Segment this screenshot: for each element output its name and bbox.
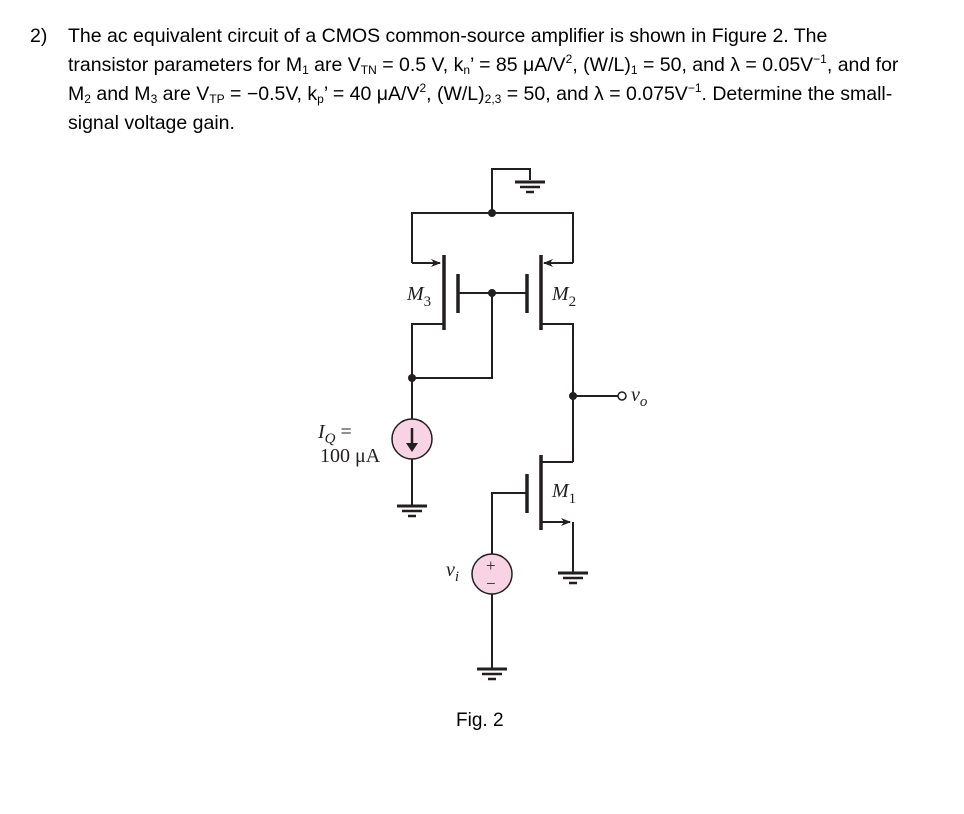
text: M: [551, 283, 570, 305]
text: = −0.5V, k: [224, 83, 318, 105]
ground-symbol-input: [477, 667, 507, 681]
text: are V: [308, 54, 361, 76]
subscript: i: [455, 569, 459, 585]
text: ’ = 40 μA/V: [323, 83, 420, 105]
junction-dot: [488, 289, 496, 297]
wire-m3-drain: [411, 323, 444, 420]
superscript: 2: [419, 81, 427, 95]
text: M: [406, 283, 425, 305]
subscript: 2: [84, 92, 91, 106]
text: . Determine the small-: [701, 83, 893, 105]
problem-statement: 2) The ac equivalent circuit of a CMOS c…: [30, 22, 940, 138]
m1-label: M1: [551, 480, 576, 507]
subscript: 3: [150, 92, 158, 106]
text: = 50, and λ = 0.05V: [637, 54, 814, 76]
iq-value: 100 μA: [320, 445, 381, 467]
text: , (W/L): [572, 54, 631, 76]
subscript: 1: [302, 63, 309, 77]
superscript: −1: [813, 52, 827, 66]
subscript: Q: [325, 431, 336, 447]
junction-dot: [408, 374, 416, 382]
text: transistor parameters for M: [68, 54, 303, 76]
voltage-source: [471, 553, 513, 595]
junction-dot: [488, 209, 496, 217]
subscript: 2,3: [484, 92, 502, 106]
iq-label: IQ =: [317, 421, 352, 447]
subscript: 1: [569, 491, 577, 507]
superscript: 2: [565, 52, 573, 66]
subscript: n: [463, 63, 471, 77]
problem-line-1: The ac equivalent circuit of a CMOS comm…: [68, 25, 828, 47]
output-terminal: [617, 391, 627, 401]
subscript: o: [640, 394, 648, 410]
problem-number: 2): [30, 25, 48, 47]
text: I: [317, 421, 326, 443]
subscript: 3: [424, 294, 432, 310]
junction-dot: [569, 392, 577, 400]
subscript: 1: [630, 63, 638, 77]
text: , (W/L): [426, 83, 485, 105]
text: = 0.5 V, k: [376, 54, 464, 76]
subscript: p: [317, 92, 324, 106]
subscript: TN: [360, 63, 377, 77]
problem-line-3: M2 and M3 are VTP = −0.5V, kp’ = 40 μA/V…: [68, 80, 940, 109]
text: M: [551, 480, 570, 502]
problem-line-2: transistor parameters for M1 are VTN = 0…: [68, 51, 940, 80]
text: are V: [157, 83, 210, 105]
wire-m2-drain: [541, 323, 574, 462]
text: =: [336, 421, 352, 443]
vi-plus: +: [486, 556, 496, 575]
wire-input: [491, 492, 527, 554]
text: = 50, and λ = 0.075V: [501, 83, 688, 105]
vi-label: vi: [446, 559, 459, 585]
ground-symbol-m1: [558, 571, 588, 585]
text: v: [446, 559, 455, 581]
text: v: [631, 384, 640, 406]
problem-text: The ac equivalent circuit of a CMOS comm…: [68, 22, 940, 138]
wire-top-ground: [491, 168, 531, 213]
figure-caption: Fig. 2: [456, 710, 504, 731]
text: M: [68, 83, 85, 105]
ground-symbol-left: [397, 504, 427, 518]
wire-top-rail: [411, 212, 574, 263]
m2-label: M2: [551, 283, 576, 310]
subscript: 2: [569, 294, 577, 310]
vo-label: vo: [631, 384, 648, 410]
text: and M: [90, 83, 151, 105]
text: ’ = 85 μA/V: [470, 54, 566, 76]
ground-symbol-top: [515, 180, 545, 194]
superscript: −1: [687, 81, 702, 95]
text: , and for: [826, 54, 899, 76]
subscript: TP: [209, 92, 225, 106]
m3-label: M3: [406, 283, 431, 310]
current-source: [391, 418, 433, 460]
problem-line-4: signal voltage gain.: [68, 112, 235, 134]
vi-minus: −: [486, 574, 496, 593]
